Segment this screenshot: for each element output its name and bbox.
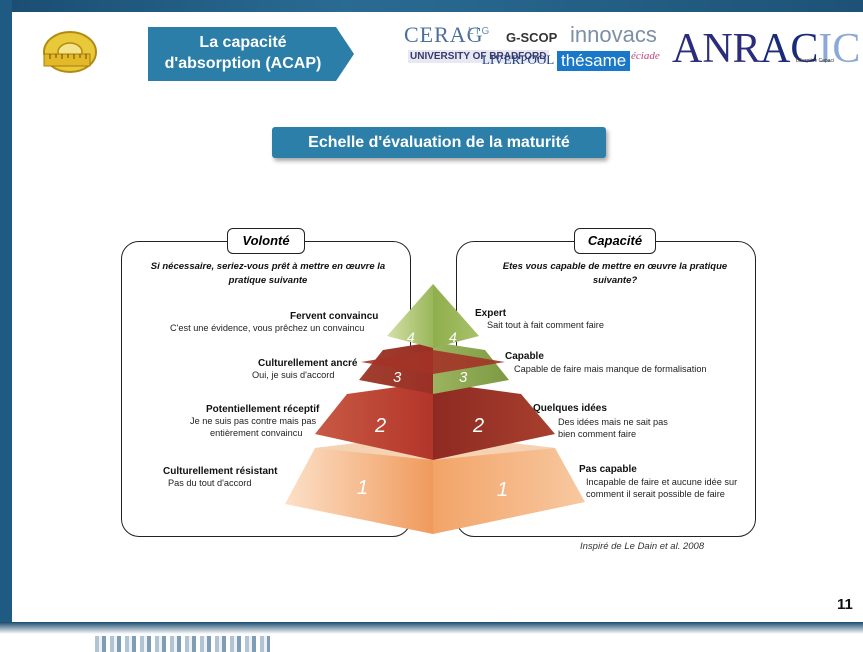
innovacs-logo: innovacs: [570, 22, 657, 47]
page-title: La capacité d'absorption (ACAP): [164, 34, 322, 72]
acic-subtitle: bSorptive Capaci: [796, 58, 835, 64]
right-level-1-title: Pas capable: [579, 464, 637, 475]
measuring-tape-icon: [43, 31, 97, 73]
right-level-3-title: Capable: [505, 351, 544, 362]
bradford-logo: UNIVERSITY OF BRADFORD: [408, 50, 549, 63]
right-level-4-title: Expert: [475, 308, 507, 319]
pyramid-label-3-right: 3: [459, 369, 468, 386]
left-frame: [0, 0, 12, 652]
left-level-3-title: Culturellement ancré: [258, 358, 358, 369]
volonte-question: Si nécessaire, seriez-vous prêt à mettre…: [150, 261, 386, 286]
left-level-4-desc: C'est une évidence, vous prêchez un conv…: [170, 323, 365, 333]
pyramid-level-1: [285, 434, 585, 534]
top-frame: [0, 0, 863, 12]
pyramid-label-4-left: 4: [407, 329, 415, 345]
pyramid-level-2: [315, 382, 555, 460]
partner-logos: CERAG L I G G-SCOP innovacs ANR ACIC bSo…: [404, 22, 863, 82]
anr-logo: ANR: [672, 26, 761, 72]
right-level-3-desc: Capable de faire mais manque de formalis…: [514, 364, 707, 374]
liverpool-logo: LIVERPOOL: [482, 52, 555, 67]
left-level-1-desc: Pas du tout d'accord: [168, 478, 252, 488]
pyramid-label-2-left: 2: [374, 415, 386, 437]
capacite-question: Etes vous capable de mettre en œuvre la …: [502, 261, 728, 286]
capacite-heading: Capacité: [574, 228, 656, 254]
pyramid-label-3-left: 3: [393, 369, 402, 386]
page-number: 11: [837, 596, 853, 613]
pyramid-label-1-left: 1: [357, 477, 368, 499]
eciade-logo: éciade: [631, 50, 660, 62]
left-level-3-desc: Oui, je suis d'accord: [252, 370, 335, 380]
left-level-2-title: Potentiellement réceptif: [206, 404, 320, 415]
section-title: Echelle d'évaluation de la maturité: [272, 127, 606, 158]
acic-logo: ACIC: [760, 26, 861, 72]
gscop-logo: G-SCOP: [506, 30, 558, 45]
title-arrow-banner: [148, 27, 354, 81]
source-citation: Inspiré de Le Dain et al. 2008: [580, 541, 705, 552]
cerag-logo: CERAG: [404, 22, 484, 47]
right-level-2-title: Quelques idées: [533, 403, 607, 414]
pyramid-label-1-right: 1: [497, 479, 508, 501]
lig-logo: L I G: [468, 26, 490, 37]
volonte-heading: Volonté: [227, 228, 305, 254]
left-level-1-title: Culturellement résistant: [163, 466, 278, 477]
thesame-logo: thésame: [557, 51, 631, 71]
decorative-pixel-strip: [95, 636, 270, 652]
pyramid-label-4-right: 4: [449, 329, 457, 345]
left-level-4-title: Fervent convaincu: [290, 311, 379, 322]
maturity-pyramid: 4 4 3 3 2 2 1 1: [285, 284, 585, 534]
right-level-4-desc: Sait tout à fait comment faire: [487, 320, 604, 330]
pyramid-level-3: [359, 342, 509, 394]
pyramid-label-2-right: 2: [472, 415, 484, 437]
pyramid-level-4: [387, 284, 479, 348]
